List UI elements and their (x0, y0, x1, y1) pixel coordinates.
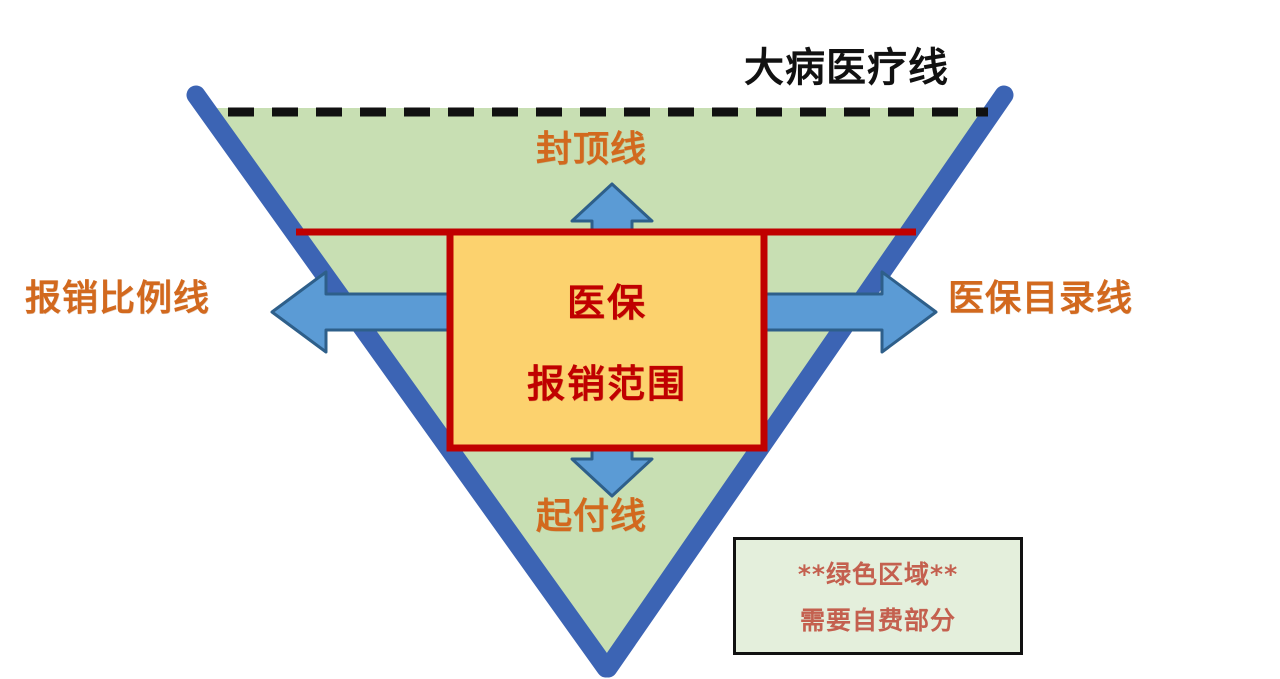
deductible-line-label: 起付线 (536, 496, 648, 537)
legend-line-2: 需要自费部分 (799, 606, 956, 635)
insurance-catalog-line-label: 医保目录线 (948, 278, 1134, 319)
insurance-coverage-box (446, 228, 768, 452)
coverage-box-line-1: 医保 (566, 281, 647, 325)
coverage-box-line-2: 报销范围 (526, 362, 687, 406)
triangle-left-edge (186, 85, 616, 678)
insurance-coverage-box-text: 医保 报销范围 (450, 234, 764, 446)
reimbursement-ratio-line-label: 报销比例线 (25, 278, 211, 319)
legend-box: **绿色区域** 需要自费部分 (733, 537, 1023, 655)
major-illness-line-label: 大病医疗线 (744, 45, 949, 91)
legend-line-1: **绿色区域** (797, 560, 959, 589)
ceiling-line-label: 封顶线 (536, 129, 648, 170)
triangle-right-edge (598, 85, 1014, 678)
